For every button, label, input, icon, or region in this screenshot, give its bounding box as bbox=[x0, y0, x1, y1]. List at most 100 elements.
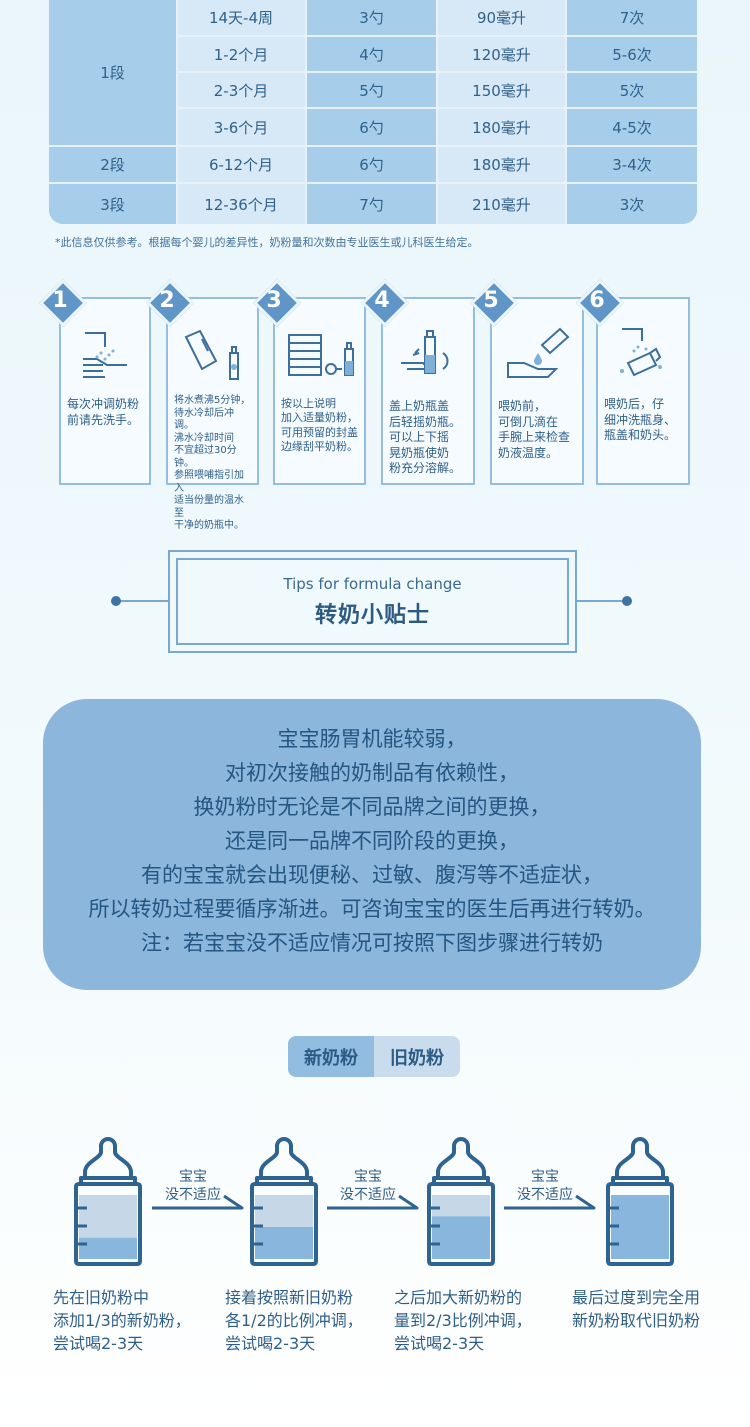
tips-title-cn: 转奶小贴士 bbox=[314, 602, 430, 628]
arrow-label-line: 没不适应 bbox=[165, 1187, 221, 1203]
transition-caption: 先在旧奶粉中添加1/3的新奶粉， 尝试喝2-3天 bbox=[53, 1286, 191, 1355]
table-cell-times: 5-6次 bbox=[612, 45, 652, 64]
transition-caption: 接着按照新旧奶粉各1/2的比例冲调， 尝试喝2-3天 bbox=[225, 1286, 363, 1355]
step-text-line: 盖上奶瓶盖 bbox=[389, 399, 450, 413]
boil-water-icon bbox=[168, 323, 257, 385]
table-cell-water: 90毫升 bbox=[476, 9, 527, 27]
arrow-label-line: 宝宝 bbox=[354, 1169, 382, 1185]
step-text-line: 喂奶前， bbox=[498, 399, 547, 413]
table-cell-water: 120毫升 bbox=[472, 45, 531, 64]
stage-3-label: 3段 bbox=[100, 195, 125, 214]
info-note: 注：若宝宝没不适应情况可按照下图步骤进行转奶 bbox=[141, 931, 603, 955]
formula-scoop-icon bbox=[275, 323, 364, 385]
step-card-5: 喂奶前，可倒几滴在手腕上来检查奶液温度。 bbox=[490, 297, 584, 485]
step-text-line: 前请先洗手。 bbox=[67, 412, 140, 427]
caption-line: 尝试喝2-3天 bbox=[225, 1334, 316, 1353]
step-description: 盖上奶瓶盖后轻摇奶瓶。可以上下摇晃奶瓶使奶粉充分溶解。 bbox=[389, 399, 469, 477]
step-card-1: 每次冲调奶粉前请先洗手。 bbox=[59, 297, 151, 485]
info-line: 换奶粉时无论是不同品牌之间的更换， bbox=[193, 795, 551, 819]
table-cell-age: 12-36个月 bbox=[204, 195, 278, 214]
step-number: 4 bbox=[374, 288, 390, 313]
table-cell-age: 6-12个月 bbox=[208, 156, 274, 174]
step-text-line: 适当份量的温水至 bbox=[174, 495, 244, 519]
formula-bottle-2 bbox=[249, 1130, 319, 1266]
table-cell-times: 3次 bbox=[619, 195, 645, 214]
step-card-2: 将水煮沸5分钟，待水冷却后冲调。沸水冷却时间不宜超过30分钟。参照喂哺指引加入适… bbox=[166, 297, 259, 531]
table-cell-spoons: 3勺 bbox=[359, 9, 384, 27]
arrow-right-icon bbox=[502, 1190, 598, 1216]
caption-line: 最后过度到完全用 bbox=[572, 1288, 701, 1307]
step-text-line: 粉充分溶解。 bbox=[389, 461, 462, 476]
caption-line: 尝试喝2-3天 bbox=[394, 1334, 485, 1353]
caption-line: 各1/2的比例冲调， bbox=[225, 1311, 363, 1330]
title-right-line bbox=[577, 600, 627, 602]
caption-line: 之后加大新奶粉的 bbox=[394, 1288, 523, 1307]
arrow-right-icon bbox=[325, 1190, 421, 1216]
formula-legend: 新奶粉 旧奶粉 bbox=[288, 1036, 460, 1077]
step-text-line: 可以上下摇 bbox=[389, 430, 450, 445]
clean-bottle-icon bbox=[598, 323, 688, 385]
shake-bottle-icon bbox=[383, 323, 473, 385]
step-number: 5 bbox=[483, 288, 499, 313]
info-line: 还是同一品牌不同阶段的更换， bbox=[225, 829, 519, 853]
info-line: 所以转奶过程要循序渐进。可咨询宝宝的医生后再进行转奶。 bbox=[88, 897, 656, 921]
times-column bbox=[566, 0, 697, 224]
age-column bbox=[177, 0, 306, 224]
table-cell-water: 150毫升 bbox=[472, 81, 531, 100]
step-description: 将水煮沸5分钟，待水冷却后冲调。沸水冷却时间不宜超过30分钟。参照喂哺指引加入适… bbox=[174, 395, 253, 533]
step-description: 喂奶后，仔细冲洗瓶身、瓶盖和奶头。 bbox=[604, 397, 684, 444]
arrow-label-line: 宝宝 bbox=[179, 1169, 207, 1185]
table-cell-times: 4-5次 bbox=[612, 118, 652, 137]
table-cell-spoons: 6勺 bbox=[359, 156, 384, 174]
title-left-dot bbox=[111, 596, 121, 606]
step-text-line: 手腕上来检查 bbox=[498, 430, 571, 445]
stage-2-label: 2段 bbox=[100, 156, 125, 174]
step-text-line: 奶液温度。 bbox=[498, 445, 559, 460]
caption-line: 添加1/3的新奶粉， bbox=[53, 1311, 191, 1330]
step-card-3: 按以上说明加入适量奶粉，可用预留的封盖边缘刮平奶粉。 bbox=[273, 297, 366, 485]
spoons-column bbox=[306, 0, 437, 224]
step-description: 每次冲调奶粉前请先洗手。 bbox=[67, 397, 145, 428]
arrow-label: 宝宝没不适应 bbox=[323, 1168, 413, 1204]
transition-caption: 最后过度到完全用新奶粉取代旧奶粉 bbox=[572, 1286, 700, 1332]
legend-new-formula: 新奶粉 bbox=[288, 1036, 374, 1077]
info-line: 对初次接触的奶制品有依赖性， bbox=[225, 761, 519, 785]
table-cell-spoons: 6勺 bbox=[359, 118, 384, 137]
step-text-line: 可倒几滴在 bbox=[498, 414, 559, 429]
formula-change-info: 宝宝肠胃机能较弱， 对初次接触的奶制品有依赖性， 换奶粉时无论是不同品牌之间的更… bbox=[43, 699, 701, 990]
title-right-dot bbox=[622, 596, 632, 606]
step-text-line: 按以上说明 bbox=[281, 397, 336, 410]
table-cell-water: 180毫升 bbox=[472, 156, 531, 174]
arrow-label-line: 没不适应 bbox=[517, 1187, 573, 1203]
step-text-line: 可用预留的封盖 bbox=[281, 425, 358, 439]
step-text-line: 将水煮沸5分钟， bbox=[174, 395, 251, 406]
arrow-label-line: 没不适应 bbox=[340, 1187, 396, 1203]
test-temperature-icon bbox=[492, 323, 582, 385]
table-cell-water: 180毫升 bbox=[472, 118, 531, 137]
step-text-line: 不宜超过30分钟。 bbox=[174, 445, 237, 469]
step-text-line: 干净的奶瓶中。 bbox=[174, 520, 244, 531]
table-cell-age: 3-6个月 bbox=[213, 118, 269, 137]
step-number: 2 bbox=[159, 288, 175, 313]
step-text-line: 每次冲调奶粉 bbox=[67, 397, 140, 411]
step-card-6: 喂奶后，仔细冲洗瓶身、瓶盖和奶头。 bbox=[596, 297, 690, 485]
table-cell-spoons: 5勺 bbox=[359, 81, 384, 100]
step-text-line: 瓶盖和奶头。 bbox=[604, 428, 677, 443]
step-card-4: 盖上奶瓶盖后轻摇奶瓶。可以上下摇晃奶瓶使奶粉充分溶解。 bbox=[381, 297, 475, 485]
arrow-right-icon bbox=[150, 1190, 246, 1216]
caption-line: 接着按照新旧奶粉 bbox=[225, 1288, 354, 1307]
caption-line: 先在旧奶粉中 bbox=[53, 1288, 150, 1307]
legend-old-formula: 旧奶粉 bbox=[374, 1036, 460, 1077]
step-text-line: 沸水冷却时间 bbox=[174, 432, 234, 444]
arrow-label: 宝宝没不适应 bbox=[148, 1168, 238, 1204]
step-text-line: 细冲洗瓶身、 bbox=[604, 412, 677, 427]
table-disclaimer: *此信息仅供参考。根据每个婴儿的差异性，奶粉量和次数由专业医生或儿科医生给定。 bbox=[55, 236, 479, 249]
formula-bottle-1 bbox=[73, 1130, 143, 1266]
transition-caption: 之后加大新奶粉的量到2/3比例冲调，尝试喝2-3天 bbox=[394, 1286, 532, 1355]
step-text-line: 加入适量奶粉， bbox=[281, 411, 358, 425]
step-text-line: 晃奶瓶使奶 bbox=[389, 445, 450, 460]
caption-line: 尝试喝2-3天 bbox=[53, 1334, 144, 1353]
table-cell-age: 14天-4周 bbox=[208, 9, 274, 27]
caption-line: 新奶粉取代旧奶粉 bbox=[572, 1311, 701, 1330]
